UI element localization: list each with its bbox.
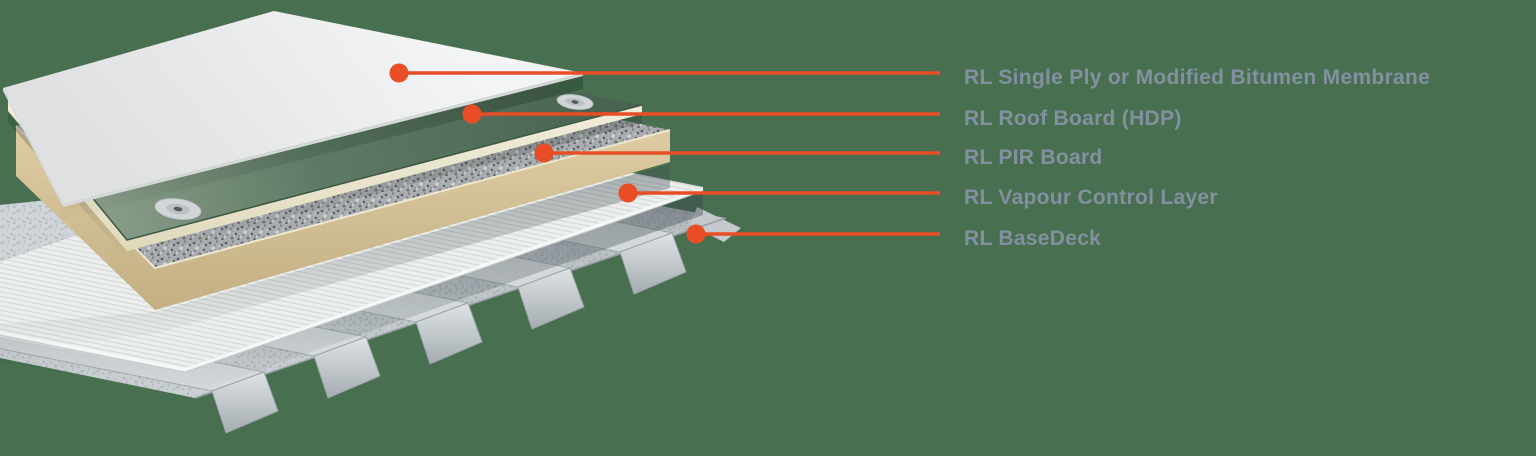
callout-label: RL Roof Board (HDP) (964, 107, 1182, 130)
deck-flute-face (415, 302, 483, 365)
callout-dot (462, 104, 482, 124)
callout-membrane: RL Single Ply or Modified Bitumen Membra… (389, 63, 1430, 89)
callout-dot (686, 224, 706, 244)
deck-flute-face (619, 232, 687, 295)
deck-flute-face (211, 371, 279, 434)
callout-vapour-layer: RL Vapour Control Layer (618, 183, 1218, 209)
callout-label: RL BaseDeck (964, 227, 1101, 250)
callouts: RL Single Ply or Modified Bitumen Membra… (389, 63, 1430, 250)
callout-dot (389, 63, 409, 83)
callout-dot (534, 143, 554, 163)
callout-label: RL Single Ply or Modified Bitumen Membra… (964, 66, 1430, 89)
deck-flute-face (313, 336, 381, 399)
fastener-plate-2 (154, 198, 202, 220)
callout-label: RL PIR Board (964, 146, 1103, 169)
callout-basedeck: RL BaseDeck (686, 224, 1101, 250)
deck-flutes (211, 232, 687, 434)
callout-label: RL Vapour Control Layer (964, 186, 1218, 209)
callout-pir-board: RL PIR Board (534, 143, 1103, 169)
callout-roof-board: RL Roof Board (HDP) (462, 104, 1182, 130)
fastener-plate-1 (556, 94, 594, 110)
fastener-screw-head (173, 206, 183, 212)
membrane-layer (3, 11, 583, 207)
fastener-screw-head (571, 100, 579, 104)
pir-shadow-on-vapour (0, 164, 670, 352)
callout-dot (618, 183, 638, 203)
membrane-shadow-on-roof-board (63, 76, 583, 220)
vapour-edge-underline (0, 190, 704, 373)
deck-flute-face (517, 267, 585, 330)
membrane-top-face (3, 11, 583, 204)
